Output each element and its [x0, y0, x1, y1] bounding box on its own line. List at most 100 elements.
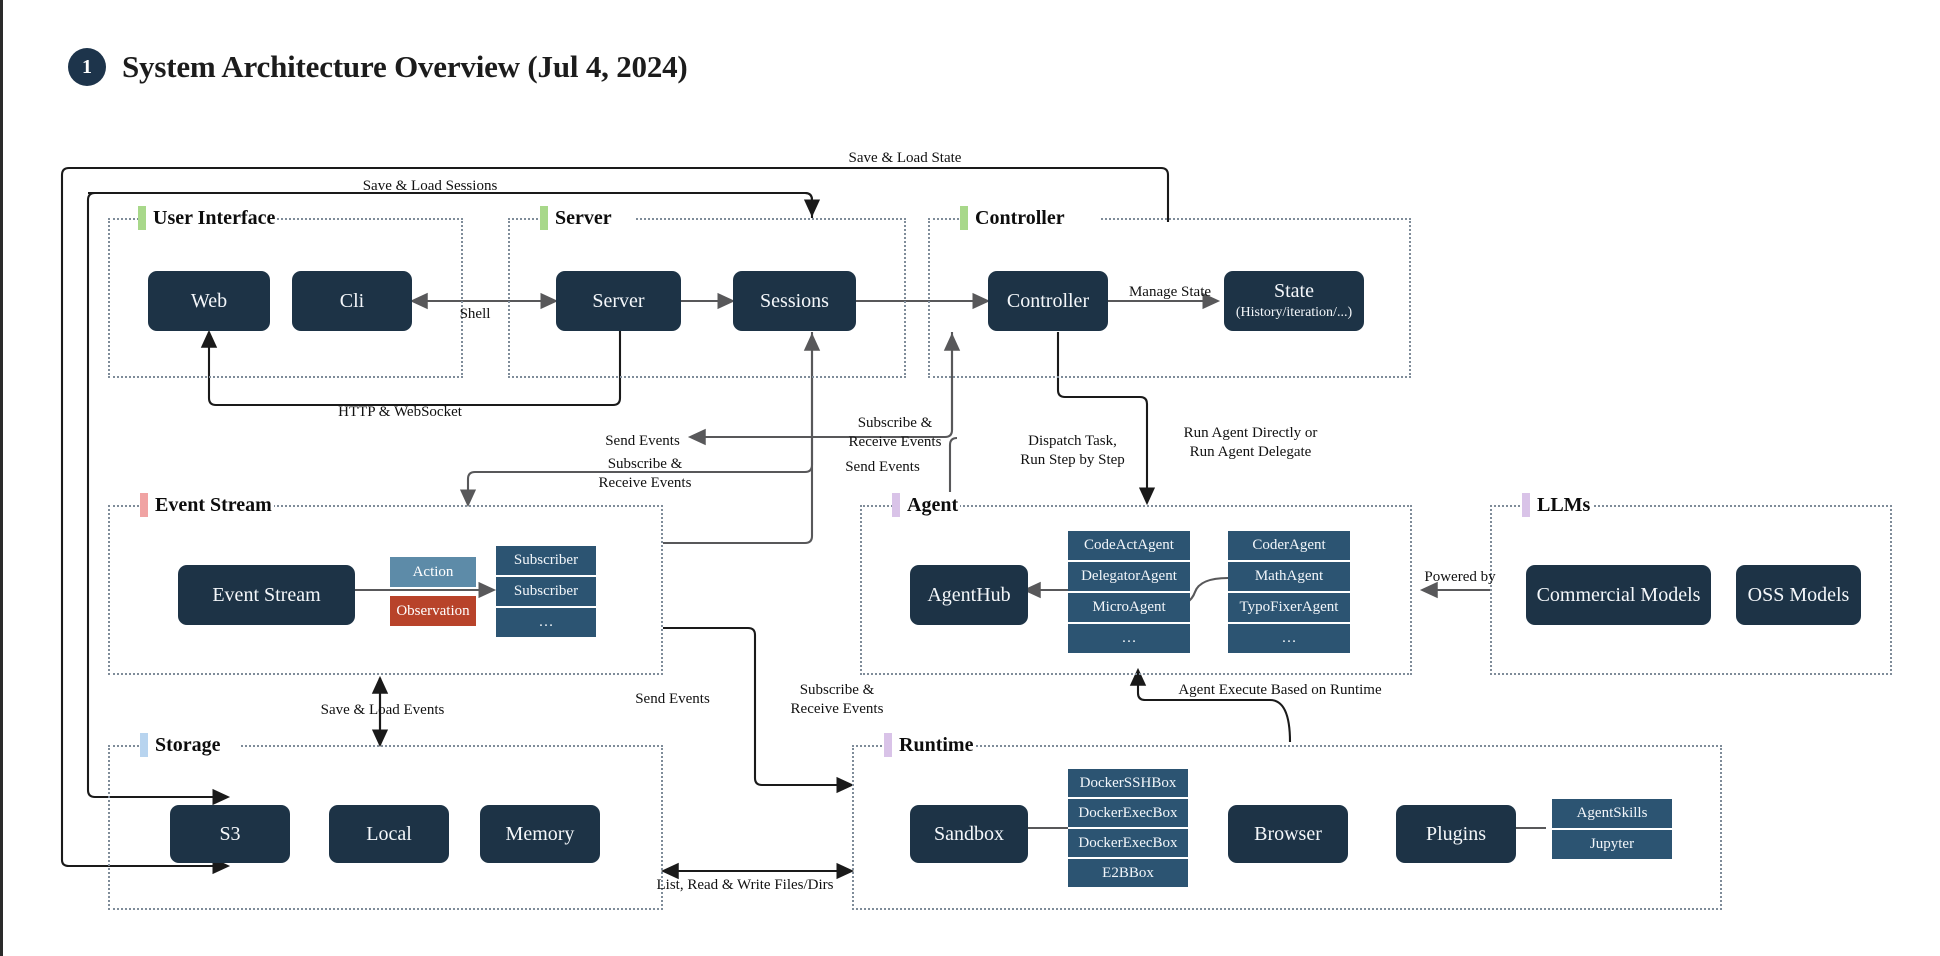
node-label: Browser: [1254, 822, 1322, 845]
node-state[interactable]: State (History/iteration/...): [1224, 271, 1364, 331]
group-label-llms: LLMs: [1522, 492, 1593, 518]
group-user-interface: User Interface: [108, 205, 463, 378]
list-item[interactable]: DelegatorAgent: [1068, 562, 1190, 591]
list-item[interactable]: E2BBox: [1068, 859, 1188, 887]
edge-label-subscribe-receive-1: Subscribe & Receive Events: [598, 456, 692, 491]
list-item[interactable]: DockerExecBox: [1068, 799, 1188, 827]
group-title: Runtime: [899, 734, 974, 756]
node-label: Controller: [1006, 289, 1090, 312]
node-agent-hub[interactable]: AgentHub: [910, 565, 1028, 625]
group-accent-icon: [960, 206, 968, 230]
page-left-rule: [0, 0, 3, 956]
edge-label-dispatch-task: Dispatch Task, Run Step by Step: [1020, 433, 1125, 468]
node-sublabel: (History/iteration/...): [1235, 305, 1353, 321]
stack-agents-right: CoderAgent MathAgent TypoFixerAgent …: [1228, 531, 1350, 653]
node-sessions[interactable]: Sessions: [733, 271, 856, 331]
node-plugins[interactable]: Plugins: [1396, 805, 1516, 863]
node-label: S3: [219, 822, 241, 845]
edge-label-send-events-1: Send Events: [605, 433, 680, 449]
edge-label-subscribe-receive-3: Subscribe & Receive Events: [790, 682, 884, 717]
tag-observation[interactable]: Observation: [390, 596, 476, 626]
edge-label-powered-by: Powered by: [1424, 569, 1496, 585]
group-label-server: Server: [540, 205, 636, 231]
edge-label-http-websocket: HTTP & WebSocket: [338, 404, 462, 420]
list-item[interactable]: CoderAgent: [1228, 531, 1350, 560]
node-oss-models[interactable]: OSS Models: [1736, 565, 1861, 625]
group-title: User Interface: [153, 207, 276, 229]
group-agent: Agent: [860, 492, 1412, 675]
group-accent-icon: [1522, 493, 1530, 517]
group-label-event-stream: Event Stream: [140, 492, 274, 518]
tag-label: Observation: [396, 602, 470, 619]
group-title: Event Stream: [155, 494, 272, 516]
list-item[interactable]: MicroAgent: [1068, 593, 1190, 622]
group-title: Agent: [907, 494, 959, 516]
edge-label-run-agent: Run Agent Directly or Run Agent Delegate: [1183, 425, 1318, 460]
stack-subscribers: Subscriber Subscriber …: [496, 546, 596, 637]
edge-label-save-load-events: Save & Load Events: [320, 702, 445, 718]
list-item[interactable]: AgentSkills: [1552, 799, 1672, 828]
node-label: State: [1274, 280, 1314, 303]
list-item[interactable]: TypoFixerAgent: [1228, 593, 1350, 622]
edge-label-list-read-write: List, Read & Write Files/Dirs: [656, 877, 834, 893]
edge-label-save-load-state: Save & Load State: [848, 150, 962, 166]
group-label-runtime: Runtime: [884, 732, 976, 758]
list-item[interactable]: DockerExecBox: [1068, 829, 1188, 857]
group-accent-icon: [892, 493, 900, 517]
list-item[interactable]: CodeActAgent: [1068, 531, 1190, 560]
group-title: LLMs: [1537, 494, 1591, 516]
group-llms: LLMs: [1490, 492, 1892, 675]
group-runtime: Runtime: [852, 732, 1722, 910]
edge-label-save-load-sessions: Save & Load Sessions: [362, 178, 498, 194]
node-label: OSS Models: [1747, 583, 1850, 606]
list-item[interactable]: Jupyter: [1552, 830, 1672, 859]
stack-sandboxes: DockerSSHBox DockerExecBox DockerExecBox…: [1068, 769, 1188, 887]
node-label: AgentHub: [927, 583, 1011, 606]
node-label: Event Stream: [212, 583, 321, 606]
list-item[interactable]: MathAgent: [1228, 562, 1350, 591]
edge-label-shell: Shell: [459, 306, 491, 322]
node-cli[interactable]: Cli: [292, 271, 412, 331]
page-title: 1 System Architecture Overview (Jul 4, 2…: [68, 48, 688, 86]
node-label: Sessions: [760, 289, 829, 312]
list-item[interactable]: DockerSSHBox: [1068, 769, 1188, 797]
node-web[interactable]: Web: [148, 271, 270, 331]
node-controller[interactable]: Controller: [988, 271, 1108, 331]
list-item[interactable]: Subscriber: [496, 577, 596, 606]
node-event-stream[interactable]: Event Stream: [178, 565, 355, 625]
node-browser[interactable]: Browser: [1228, 805, 1348, 863]
node-sandbox[interactable]: Sandbox: [910, 805, 1028, 863]
node-memory[interactable]: Memory: [480, 805, 600, 863]
node-commercial-models[interactable]: Commercial Models: [1526, 565, 1711, 625]
node-label: Cli: [339, 289, 365, 312]
node-label: Plugins: [1425, 822, 1487, 845]
node-label: Local: [366, 822, 412, 845]
group-label-agent: Agent: [892, 492, 961, 518]
node-label: Commercial Models: [1536, 583, 1701, 606]
group-accent-icon: [140, 733, 148, 757]
group-storage: Storage: [108, 732, 663, 910]
edge-label-send-events-2: Send Events: [845, 459, 920, 475]
edge-label-manage-state: Manage State: [1128, 284, 1212, 300]
node-label: Memory: [505, 822, 575, 845]
group-accent-icon: [140, 493, 148, 517]
group-server: Server: [508, 205, 906, 378]
group-title: Server: [555, 207, 612, 229]
list-item[interactable]: …: [1068, 624, 1190, 653]
group-accent-icon: [540, 206, 548, 230]
node-server[interactable]: Server: [556, 271, 681, 331]
group-controller: Controller: [928, 205, 1411, 378]
title-number-badge: 1: [68, 48, 106, 86]
node-label: Server: [592, 289, 645, 312]
list-item[interactable]: …: [496, 608, 596, 637]
group-title: Controller: [975, 207, 1065, 229]
node-local[interactable]: Local: [329, 805, 449, 863]
group-accent-icon: [138, 206, 146, 230]
stack-plugin-items: AgentSkills Jupyter: [1552, 799, 1672, 859]
edge-label-agent-execute: Agent Execute Based on Runtime: [1178, 682, 1382, 698]
list-item[interactable]: Subscriber: [496, 546, 596, 575]
node-s3[interactable]: S3: [170, 805, 290, 863]
list-item[interactable]: …: [1228, 624, 1350, 653]
tag-action[interactable]: Action: [390, 557, 476, 587]
